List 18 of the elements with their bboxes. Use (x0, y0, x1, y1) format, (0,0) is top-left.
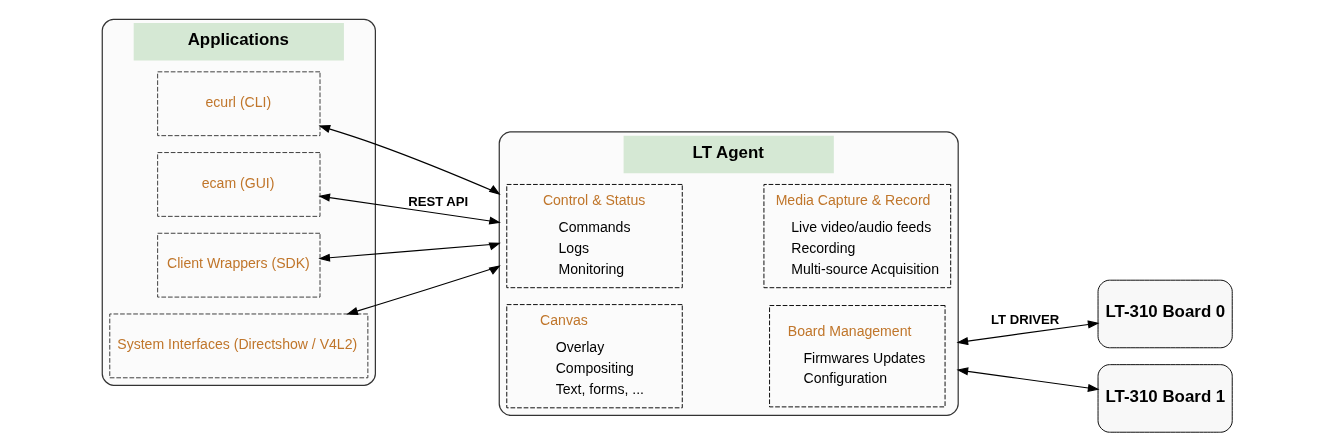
arrow (318, 242, 501, 262)
node-box: Client Wrappers (SDK) (157, 232, 321, 298)
node-box: Media Capture & Record Live video/audio feeds Recording Multi-source Acquisition (763, 184, 952, 289)
node-box: Control & Status Commands Logs Monitoring (506, 184, 683, 289)
arrow (956, 320, 1100, 346)
node-box: System Interfaces (Directshow / V4L2) (109, 313, 369, 379)
node-box: LT-310 Board 0 (1097, 279, 1233, 349)
arrow (318, 125, 501, 195)
arrow (318, 193, 501, 225)
arrow (346, 265, 501, 315)
arrow (956, 367, 1100, 392)
node-box: ecurl (CLI) (157, 71, 321, 137)
edge-label: LT DRIVER (991, 312, 1060, 328)
node-box: Canvas Overlay Compositing Text, forms, ... (506, 304, 683, 409)
edge-label: REST API (408, 194, 469, 210)
node-box: LT-310 Board 1 (1097, 364, 1233, 433)
node-box: ecam (GUI) (157, 152, 321, 217)
node-box: Board Management Firmwares Updates Configuration (769, 305, 946, 408)
